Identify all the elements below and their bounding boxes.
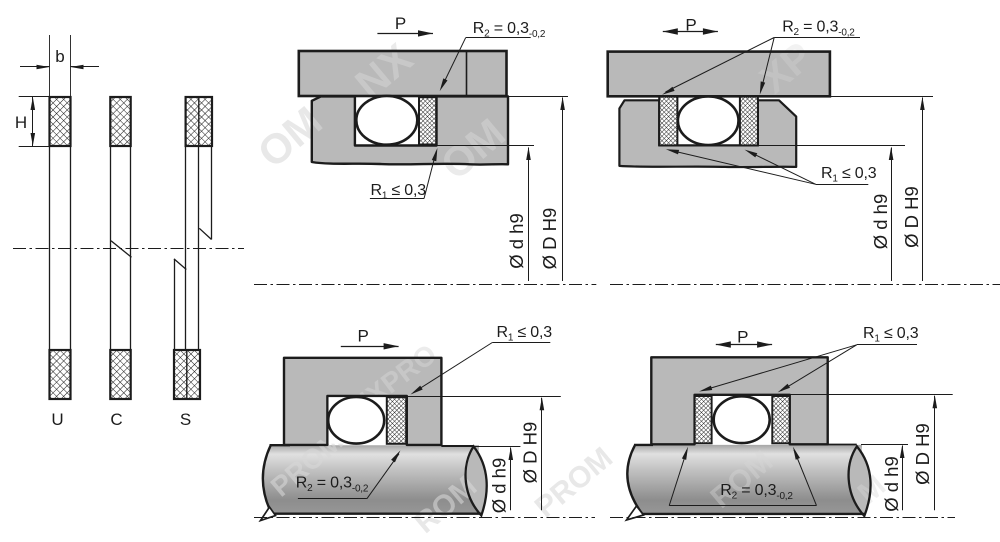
- svg-text:Ø d h9: Ø d h9: [881, 456, 902, 512]
- svg-text:S: S: [180, 410, 191, 429]
- svg-text:Ø D H9: Ø D H9: [539, 208, 560, 270]
- svg-text:R1 ≤ 0,3: R1 ≤ 0,3: [863, 325, 919, 345]
- svg-text:U: U: [51, 410, 63, 429]
- svg-text:Ø D H9: Ø D H9: [901, 186, 922, 248]
- svg-text:P: P: [358, 327, 369, 346]
- svg-text:R1 ≤ 0,3: R1 ≤ 0,3: [821, 165, 877, 185]
- svg-text:Ø d h9: Ø d h9: [506, 213, 527, 269]
- svg-text:Ø D H9: Ø D H9: [912, 423, 933, 485]
- svg-text:P: P: [395, 14, 406, 33]
- svg-text:R2 = 0,3-0,2: R2 = 0,3-0,2: [296, 475, 369, 495]
- svg-text:C: C: [110, 410, 122, 429]
- svg-text:b: b: [55, 47, 64, 66]
- svg-text:R2 = 0,3-0,2: R2 = 0,3-0,2: [473, 20, 546, 40]
- svg-text:R2 = 0,3-0,2: R2 = 0,3-0,2: [782, 19, 855, 39]
- svg-text:H: H: [15, 113, 27, 132]
- svg-text:Ø d h9: Ø d h9: [870, 194, 891, 250]
- svg-text:R2 = 0,3-0,2: R2 = 0,3-0,2: [720, 482, 793, 502]
- svg-text:Ø D H9: Ø D H9: [520, 422, 541, 484]
- svg-text:P: P: [685, 15, 696, 34]
- svg-text:Ø d h9: Ø d h9: [489, 458, 510, 514]
- svg-text:R1 ≤ 0,3: R1 ≤ 0,3: [497, 324, 553, 344]
- svg-text:P: P: [737, 327, 748, 346]
- svg-text:PROM: PROM: [529, 441, 619, 524]
